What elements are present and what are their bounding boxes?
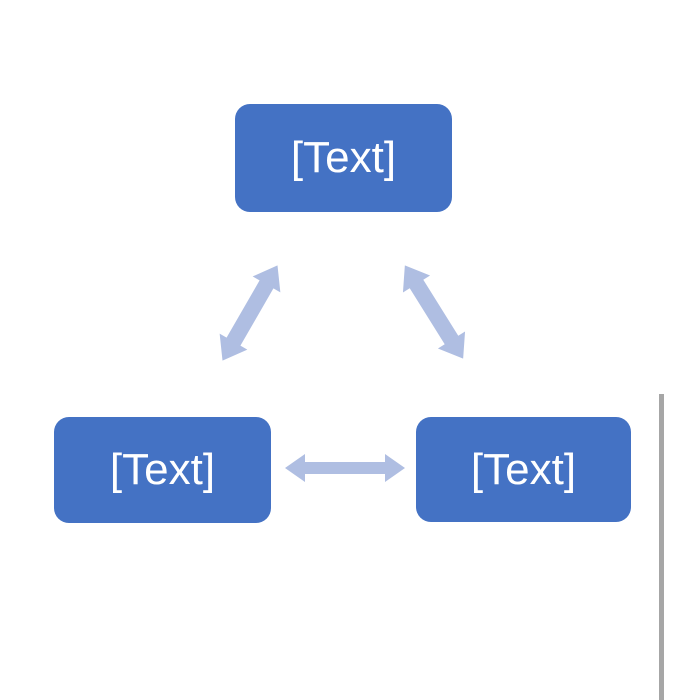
vertical-divider-line: [659, 394, 664, 700]
double-arrow-top-bottomleft-icon[interactable]: [208, 257, 292, 369]
node-bottom-right-label: [Text]: [470, 444, 577, 494]
double-arrow-bottomleft-bottomright-icon[interactable]: [285, 452, 405, 484]
double-arrow-top-bottomright-icon[interactable]: [390, 256, 477, 367]
node-bottom-left-label: [Text]: [109, 445, 216, 494]
diagram-node-bottom-right[interactable]: [Text]: [416, 417, 631, 522]
diagram-node-bottom-left[interactable]: [Text]: [54, 417, 271, 523]
diagram-node-top[interactable]: [Text]: [235, 104, 452, 212]
node-top-label: [Text]: [290, 133, 397, 182]
